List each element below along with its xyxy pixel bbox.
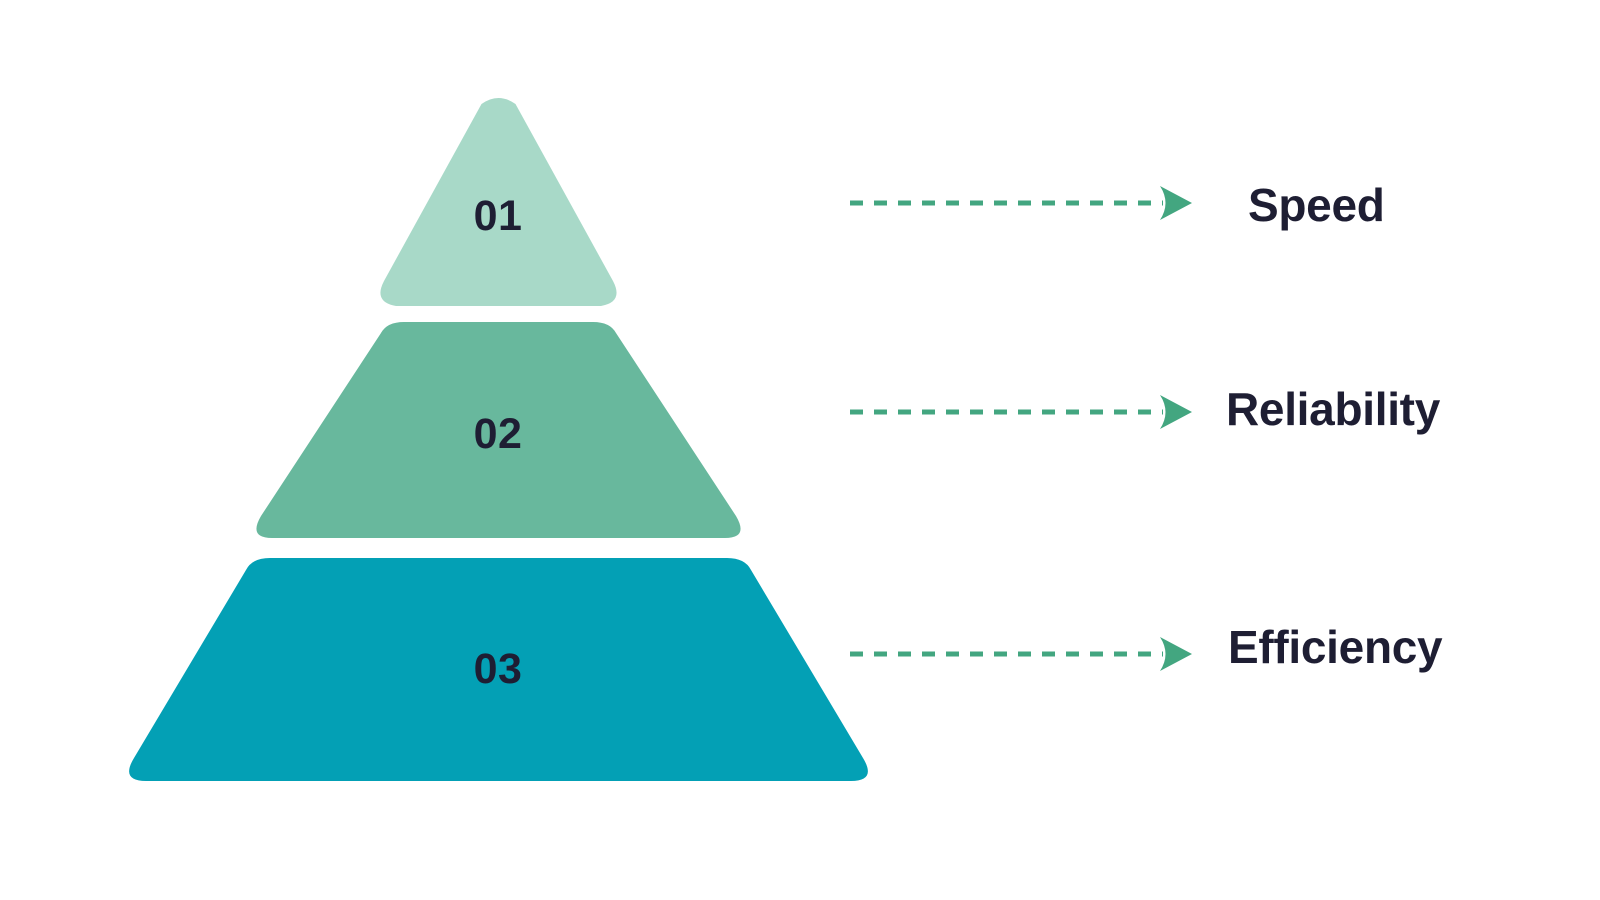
connector-arrow-speed <box>850 186 1192 220</box>
pyramid-tier-1-number: 01 <box>473 192 523 240</box>
pyramid-tier-3-shape[interactable] <box>129 558 868 781</box>
arrowhead-reliability <box>1160 395 1192 429</box>
callout-label-speed: Speed <box>1248 179 1385 231</box>
connector-arrow-reliability <box>850 395 1192 429</box>
callout-label-reliability: Reliability <box>1226 383 1440 435</box>
callout-label-efficiency: Efficiency <box>1228 621 1443 673</box>
connector-arrow-efficiency <box>850 637 1192 671</box>
pyramid-tier-1-shape[interactable] <box>380 98 617 306</box>
arrowhead-speed <box>1160 186 1192 220</box>
pyramid-tier-2-number: 02 <box>473 410 523 458</box>
arrowhead-efficiency <box>1160 637 1192 671</box>
pyramid-tier-2-shape[interactable] <box>256 322 741 538</box>
pyramid-tier-3-number: 03 <box>473 645 523 693</box>
